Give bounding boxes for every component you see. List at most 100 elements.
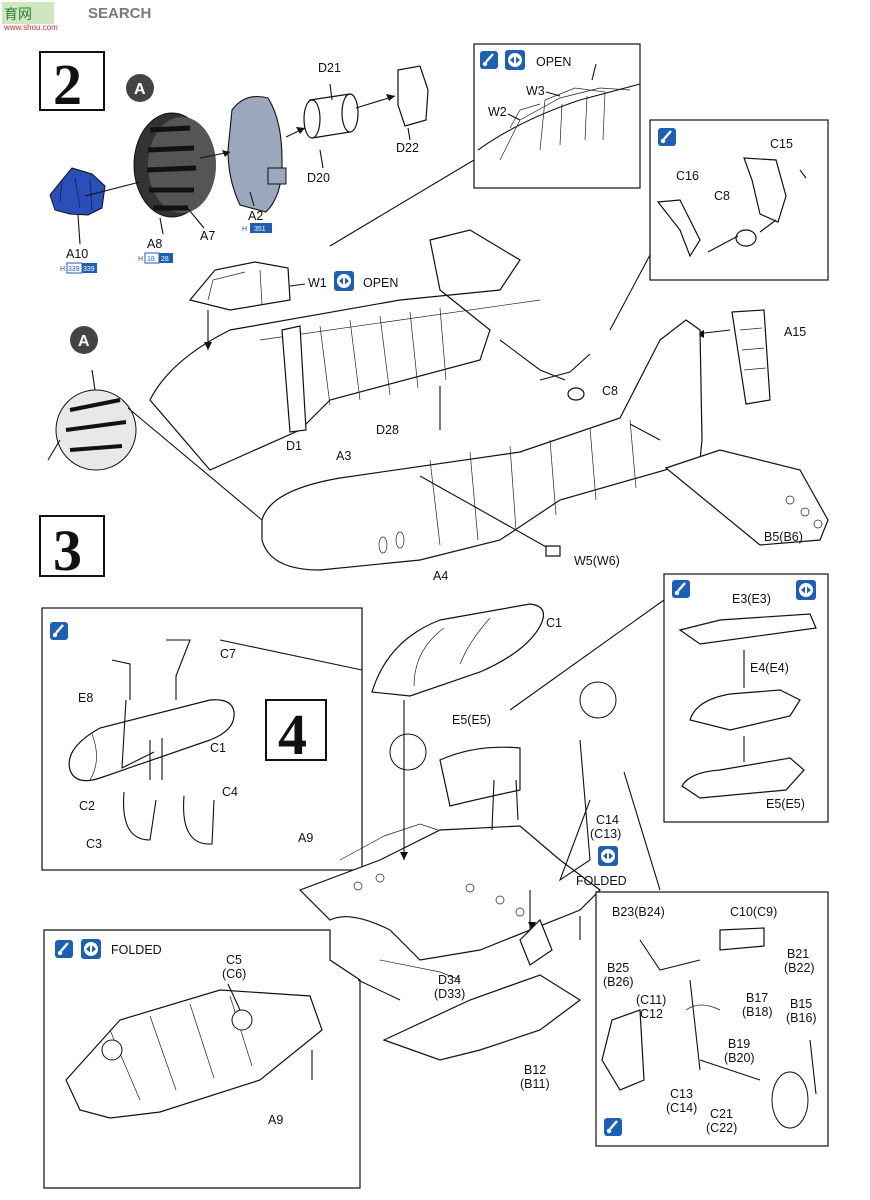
label-c13-par: (C13): [590, 827, 621, 841]
label-b20: (B20): [724, 1051, 755, 1065]
label-a3: A3: [336, 449, 351, 463]
step-4-marker: 4: [265, 699, 327, 767]
label-e3: E3(E3): [732, 592, 771, 606]
inset-leader-2: [609, 254, 651, 331]
step-4-number: 4: [278, 702, 307, 767]
label-c13: C13: [670, 1087, 693, 1101]
label-c3: C3: [86, 837, 102, 851]
step-3-number: 3: [53, 518, 82, 583]
tailwheel-inset: C15 C16 C8: [649, 119, 829, 281]
watermark-sub: www.shou.com: [3, 23, 58, 32]
label-top-open: OPEN: [536, 55, 571, 69]
label-folded-mid: FOLDED: [576, 874, 627, 888]
label-d21: D21: [318, 61, 341, 75]
color-code-a10: H 339 339: [60, 262, 97, 274]
label-d28: D28: [376, 423, 399, 437]
label-b18: (B18): [742, 1005, 773, 1019]
engine-assembly-drawing: [49, 65, 429, 245]
label-d22: D22: [396, 141, 419, 155]
label-c8: C8: [602, 384, 618, 398]
label-b25: B25: [607, 961, 629, 975]
label-c15: C15: [770, 137, 793, 151]
label-c10: C10(C9): [730, 905, 777, 919]
label-b19: B19: [728, 1037, 750, 1051]
label-a2: A2: [248, 209, 263, 223]
label-d33: (D33): [434, 987, 465, 1001]
label-a7: A7: [200, 229, 215, 243]
badge-a2-letter: A: [78, 333, 90, 350]
svg-text:H: H: [242, 226, 247, 233]
canopy-open-inset: OPEN W3 W2: [473, 43, 641, 189]
inset-leader-1: [329, 159, 475, 247]
label-a9-mid: A9: [298, 831, 313, 845]
label-w1-open: OPEN: [363, 276, 398, 290]
label-b5: B5(B6): [764, 530, 803, 544]
svg-text:351: 351: [254, 226, 266, 233]
label-e4: E4(E4): [750, 661, 789, 675]
landing-gear-inset: [595, 891, 829, 1147]
label-folded-box: FOLDED: [111, 943, 162, 957]
label-c4: C4: [222, 785, 238, 799]
step-3-badge-a: A: [70, 326, 98, 354]
label-c12: C12: [640, 1007, 663, 1021]
label-b16: (B16): [786, 1011, 817, 1025]
label-b15: B15: [790, 997, 812, 1011]
step-3-marker: 3: [39, 515, 105, 583]
inset-leader-3: [219, 639, 363, 671]
step-2-marker: 2: [39, 51, 105, 117]
watermark-text: SEARCH: [88, 5, 151, 22]
label-e8: E8: [78, 691, 93, 705]
inset-leader-5: [357, 979, 401, 1001]
label-d20: D20: [307, 171, 330, 185]
label-c16: C16: [676, 169, 699, 183]
label-b12: B12: [524, 1063, 546, 1077]
label-d34: D34: [438, 973, 461, 987]
label-b22: (B22): [784, 961, 815, 975]
label-c2: C2: [79, 799, 95, 813]
bomb-inset: [663, 573, 829, 823]
svg-text:育网: 育网: [4, 7, 32, 23]
label-d1: D1: [286, 439, 302, 453]
folded-wing-inset: [43, 929, 361, 1189]
label-w5: W5(W6): [574, 554, 620, 568]
label-c1-inset: C1: [210, 741, 226, 755]
label-e5-inset: E5(E5): [766, 797, 805, 811]
label-c11: (C11): [636, 993, 666, 1007]
center-wing-drawing: [298, 603, 617, 1061]
inset-leader-6: [623, 771, 661, 891]
inset-leader-4: [509, 599, 665, 711]
label-e5-mid: E5(E5): [452, 713, 491, 727]
label-c6: (C6): [222, 967, 246, 981]
color-code-a2: H 351: [242, 223, 272, 233]
label-b21: B21: [787, 947, 809, 961]
label-c14: C14: [596, 813, 619, 827]
svg-text:339: 339: [68, 266, 80, 273]
label-c1: C1: [546, 616, 562, 630]
label-c14-par: (C14): [666, 1101, 697, 1115]
svg-text:339: 339: [83, 266, 95, 273]
label-c5: C5: [226, 953, 242, 967]
fuselage-drawing: [47, 229, 829, 571]
glue-icon-folded: [598, 846, 618, 866]
label-a4: A4: [433, 569, 448, 583]
color-code-a8: H 18 28: [138, 252, 173, 264]
svg-text:28: 28: [161, 256, 169, 263]
label-b17: B17: [746, 991, 768, 1005]
svg-text:H: H: [60, 266, 65, 273]
label-b23: B23(B24): [612, 905, 665, 919]
label-c22: (C22): [706, 1121, 737, 1135]
label-c8-inset: C8: [714, 189, 730, 203]
label-w1: W1: [308, 276, 327, 290]
label-c7: C7: [220, 647, 236, 661]
label-b11: (B11): [520, 1077, 550, 1091]
svg-text:H: H: [138, 256, 143, 263]
step-2-number: 2: [53, 52, 82, 117]
badge-a-letter: A: [134, 81, 146, 98]
label-c21: C21: [710, 1107, 733, 1121]
label-a10: A10: [66, 247, 88, 261]
w1-leader: [289, 283, 306, 287]
label-a9-box: A9: [268, 1113, 283, 1127]
label-a15: A15: [784, 325, 806, 339]
step-2-badge-a: A: [126, 74, 154, 102]
